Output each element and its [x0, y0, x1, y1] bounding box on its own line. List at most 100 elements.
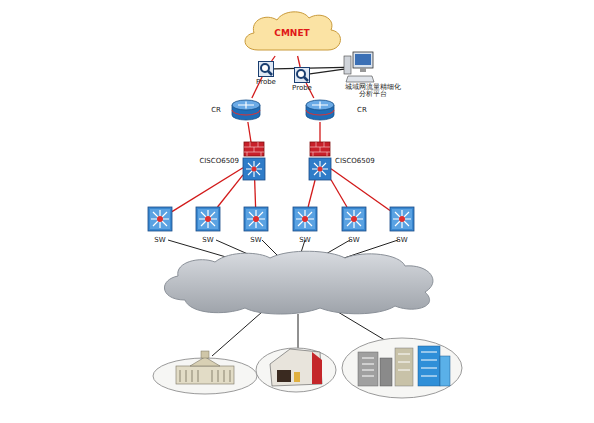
- site-ellipse: [153, 358, 257, 394]
- platform-node: 城域网流量精细化 分析平台: [344, 52, 374, 82]
- router-top: [306, 100, 334, 110]
- switch-body: [244, 207, 268, 231]
- windows: [362, 352, 437, 376]
- node-icon: [390, 207, 414, 231]
- cloud-shape: [245, 12, 340, 50]
- switch-hub: [399, 216, 405, 222]
- node-label: CR: [211, 106, 221, 114]
- node-icon: [244, 207, 268, 231]
- site-ellipse: [256, 348, 336, 392]
- switch-arrows: [247, 210, 265, 228]
- connector-line: [331, 180, 347, 207]
- node-icon: [196, 207, 220, 231]
- building-dome: [201, 351, 209, 358]
- firewall-block: [244, 142, 264, 156]
- node-label: Probe: [292, 84, 312, 92]
- switch-body: [148, 207, 172, 231]
- building-roof: [190, 357, 220, 366]
- probe-body: [259, 62, 274, 77]
- switch-face: [344, 209, 364, 229]
- switch-node: SW: [342, 207, 366, 231]
- switch-arrows: [199, 210, 217, 228]
- building-columns: [180, 370, 230, 382]
- connector: [320, 122, 321, 142]
- node-label: SW: [348, 236, 359, 244]
- switch-hub: [302, 216, 308, 222]
- city-buildings: [342, 338, 462, 398]
- firewall-block: [310, 142, 330, 156]
- node-icon: [294, 67, 310, 83]
- firewall-bricks: [244, 142, 264, 156]
- switch-arrows: [345, 210, 363, 228]
- node-icon: [342, 207, 366, 231]
- switch-body: [243, 158, 265, 180]
- switch-body: [293, 207, 317, 231]
- node-label: Probe: [256, 78, 276, 86]
- connector-line: [248, 122, 251, 142]
- connector-line: [308, 180, 315, 207]
- switch-node: SW: [390, 207, 414, 231]
- router-ring: [232, 110, 260, 115]
- glass-tower: [440, 356, 450, 386]
- probe-body: [295, 68, 310, 83]
- connector: [310, 69, 344, 74]
- network-cloud: [164, 251, 432, 314]
- node-label: SW: [250, 236, 261, 244]
- connector: [218, 175, 243, 207]
- switch-face: [150, 209, 170, 229]
- node-label: SW: [299, 236, 310, 244]
- node-icon: [305, 98, 335, 122]
- connector-line: [254, 180, 256, 207]
- wire: [298, 314, 299, 348]
- router-node: CR: [305, 98, 335, 122]
- switch-hub: [205, 216, 211, 222]
- switch-node: SW: [293, 207, 317, 231]
- node-icon: [148, 207, 172, 231]
- pc-monitor: [353, 52, 373, 68]
- government-building: [153, 351, 257, 394]
- switch-hub: [253, 216, 259, 222]
- node-label: CMNET: [274, 28, 309, 38]
- connector: [254, 180, 256, 207]
- house-wall: [270, 349, 322, 386]
- node-label: SW: [202, 236, 213, 244]
- probe-handle: [268, 71, 272, 75]
- node-label: SW: [396, 236, 407, 244]
- switch-arrows: [393, 210, 411, 228]
- pc-keyboard: [346, 76, 374, 82]
- house-furniture: [294, 372, 300, 382]
- connector: [248, 122, 251, 142]
- house-side: [312, 352, 322, 384]
- switch-hub: [157, 216, 163, 222]
- node-label: CISCO6509: [335, 157, 375, 165]
- pc-tower: [344, 56, 351, 74]
- probe-node: Probe: [258, 61, 274, 77]
- house: [256, 348, 336, 392]
- connector-line: [319, 122, 320, 142]
- switch-arrows: [296, 210, 314, 228]
- site-ellipse: [342, 338, 462, 398]
- switch-hub: [351, 216, 357, 222]
- connector-line: [172, 168, 243, 212]
- router-arrows: [238, 102, 254, 109]
- switch-face: [295, 209, 315, 229]
- node-label: CISCO6509: [199, 157, 239, 165]
- probe-node: Probe: [294, 67, 310, 83]
- switch-face: [198, 209, 218, 229]
- house-interior: [277, 370, 291, 382]
- wire: [338, 312, 388, 342]
- connector: [272, 56, 276, 61]
- switch-hub: [252, 167, 257, 172]
- probe-lens: [297, 70, 305, 78]
- node-label: 城域网流量精细化 分析平台: [340, 84, 406, 99]
- router-top: [232, 100, 260, 110]
- connector: [331, 169, 390, 211]
- tower: [358, 352, 378, 386]
- connector: [331, 180, 347, 207]
- connector-line: [331, 169, 390, 211]
- switch-hub: [318, 167, 323, 172]
- node-label: SW: [154, 236, 165, 244]
- core-switch-node: CISCO6509: [309, 142, 331, 180]
- switch-body: [309, 158, 331, 180]
